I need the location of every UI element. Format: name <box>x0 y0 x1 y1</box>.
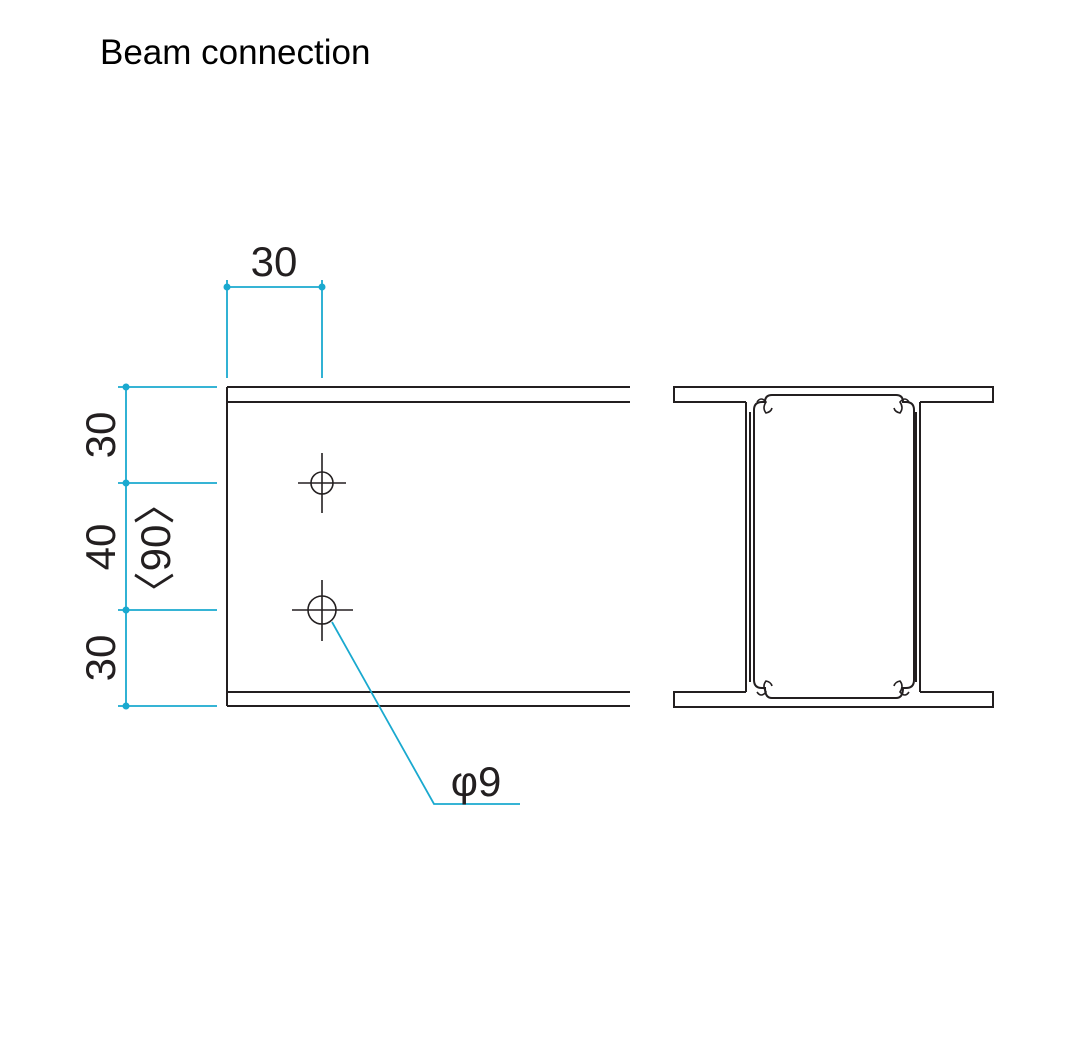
dim-dot <box>318 283 326 291</box>
beam-cross-section <box>673 386 994 708</box>
section-bottom-flange <box>673 691 994 708</box>
page-title: Beam connection <box>100 33 371 72</box>
bolt-hole-lower <box>292 580 353 641</box>
dim-dot <box>122 702 130 710</box>
dim-dot <box>122 383 130 391</box>
dim-label-hole-spacing: 40 <box>77 524 124 571</box>
dim-label-top-edge: 30 <box>77 412 124 459</box>
dimension-dots <box>122 283 326 710</box>
dim-label-hole-edge: 30 <box>251 238 298 285</box>
dim-label-overall-height: 〈90〉 <box>132 483 179 614</box>
bolt-hole-upper <box>298 453 346 513</box>
dim-label-bottom-edge: 30 <box>77 635 124 682</box>
dim-dot <box>122 479 130 487</box>
dim-dot <box>223 283 231 291</box>
dimension-labels: 30 30 40 〈90〉 30 φ9 <box>77 238 501 805</box>
section-inner-hollow <box>753 394 915 699</box>
dimension-lines <box>118 280 520 805</box>
hole-leader-line <box>331 621 520 805</box>
dim-dot <box>122 606 130 614</box>
section-slot-details <box>756 398 910 696</box>
beam-side-view <box>226 386 630 707</box>
dim-label-hole-diameter: φ9 <box>451 758 502 805</box>
section-top-flange <box>673 386 994 403</box>
